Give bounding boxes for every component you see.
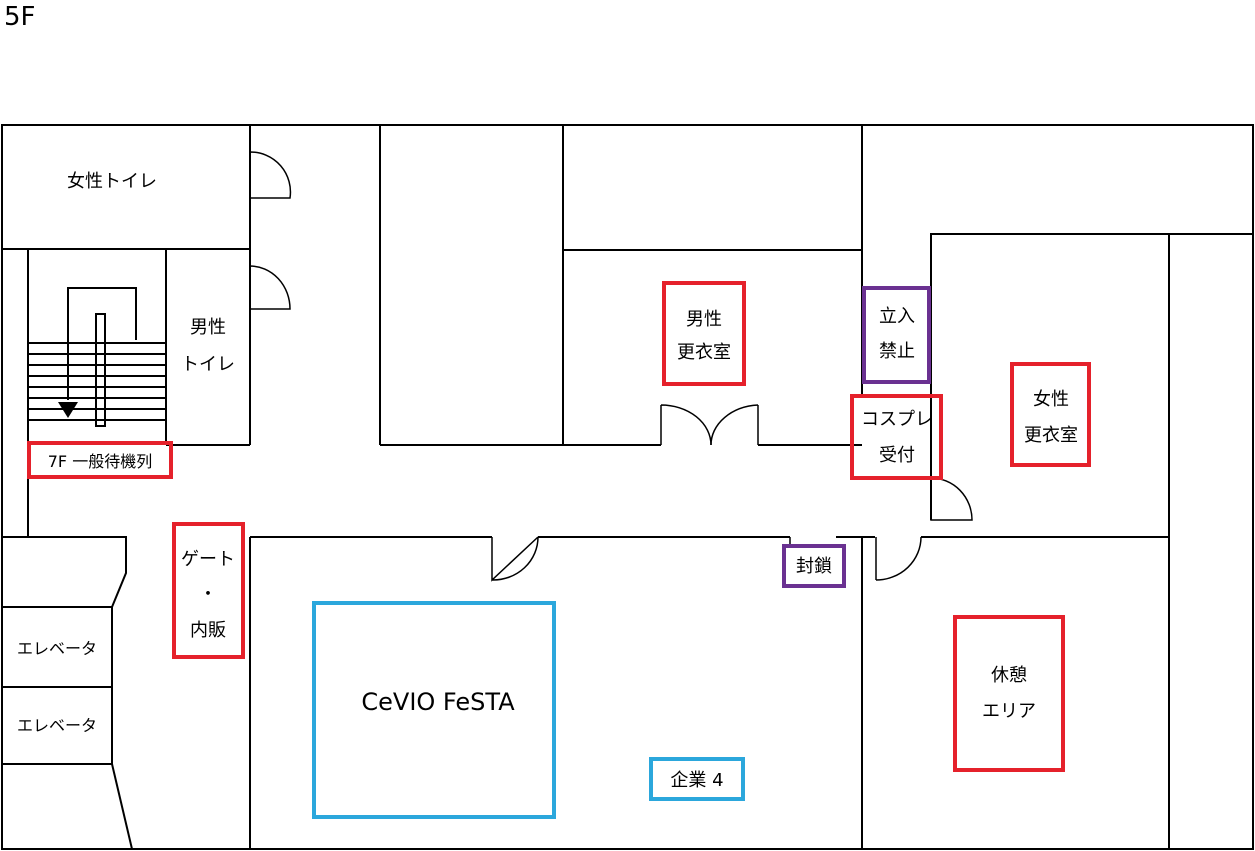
box-cevio-festa: [312, 601, 556, 819]
staircase: [28, 287, 166, 427]
box-no-entry: [862, 286, 931, 384]
label-gate-1: ゲート: [181, 549, 235, 570]
label-gate-3: 内販: [190, 620, 226, 641]
markers: [27, 281, 1091, 819]
box-company-4: [649, 757, 745, 801]
label-cevio-festa: CeVIO FeSTA: [361, 688, 515, 716]
label-no-entry-1: 立入: [879, 306, 915, 327]
floor-label: 5F: [4, 2, 36, 32]
label-rest-area-1: 休憩: [991, 665, 1027, 686]
box-gate: [172, 522, 245, 659]
label-mens-toilet-2: トイレ: [181, 354, 235, 375]
walls: [1, 124, 1254, 850]
door-hall-left: [491, 536, 539, 582]
label-rest-area-2: エリア: [982, 701, 1036, 722]
label-cosplay-1: コスプレ: [861, 409, 933, 430]
box-closed: [782, 544, 846, 588]
label-cosplay-2: 受付: [879, 445, 915, 466]
stair-down-arrow-icon: [58, 402, 78, 418]
label-elevator-1: エレベータ: [17, 639, 97, 658]
label-queue: 7F 一般待機列: [48, 452, 152, 471]
label-mens-changing-2: 更衣室: [677, 342, 731, 363]
label-womens-changing-1: 女性: [1033, 389, 1069, 410]
door-mens-changing-right: [710, 404, 759, 446]
box-queue: [27, 441, 173, 479]
box-cosplay: [850, 394, 943, 480]
door-womens-toilet: [249, 151, 292, 199]
label-mens-toilet-1: 男性: [190, 317, 226, 338]
door-rest-area: [875, 536, 922, 581]
door-mens-toilet: [249, 265, 291, 310]
label-gate-2: ・: [199, 584, 217, 605]
label-elevator-2: エレベータ: [17, 716, 97, 735]
label-no-entry-2: 禁止: [879, 341, 915, 362]
door-womens-changing: [930, 477, 973, 521]
box-rest-area: [953, 615, 1065, 772]
label-company-4: 企業 4: [670, 770, 723, 791]
box-mens-changing: [662, 281, 746, 386]
doors: [249, 151, 973, 582]
label-womens-toilet: 女性トイレ: [67, 171, 157, 192]
label-closed: 封鎖: [796, 556, 832, 577]
door-mens-changing-left: [660, 404, 712, 446]
label-mens-changing-1: 男性: [686, 309, 722, 330]
label-womens-changing-2: 更衣室: [1024, 425, 1078, 446]
box-womens-changing: [1010, 362, 1091, 467]
outer-wall: [1, 124, 1254, 850]
